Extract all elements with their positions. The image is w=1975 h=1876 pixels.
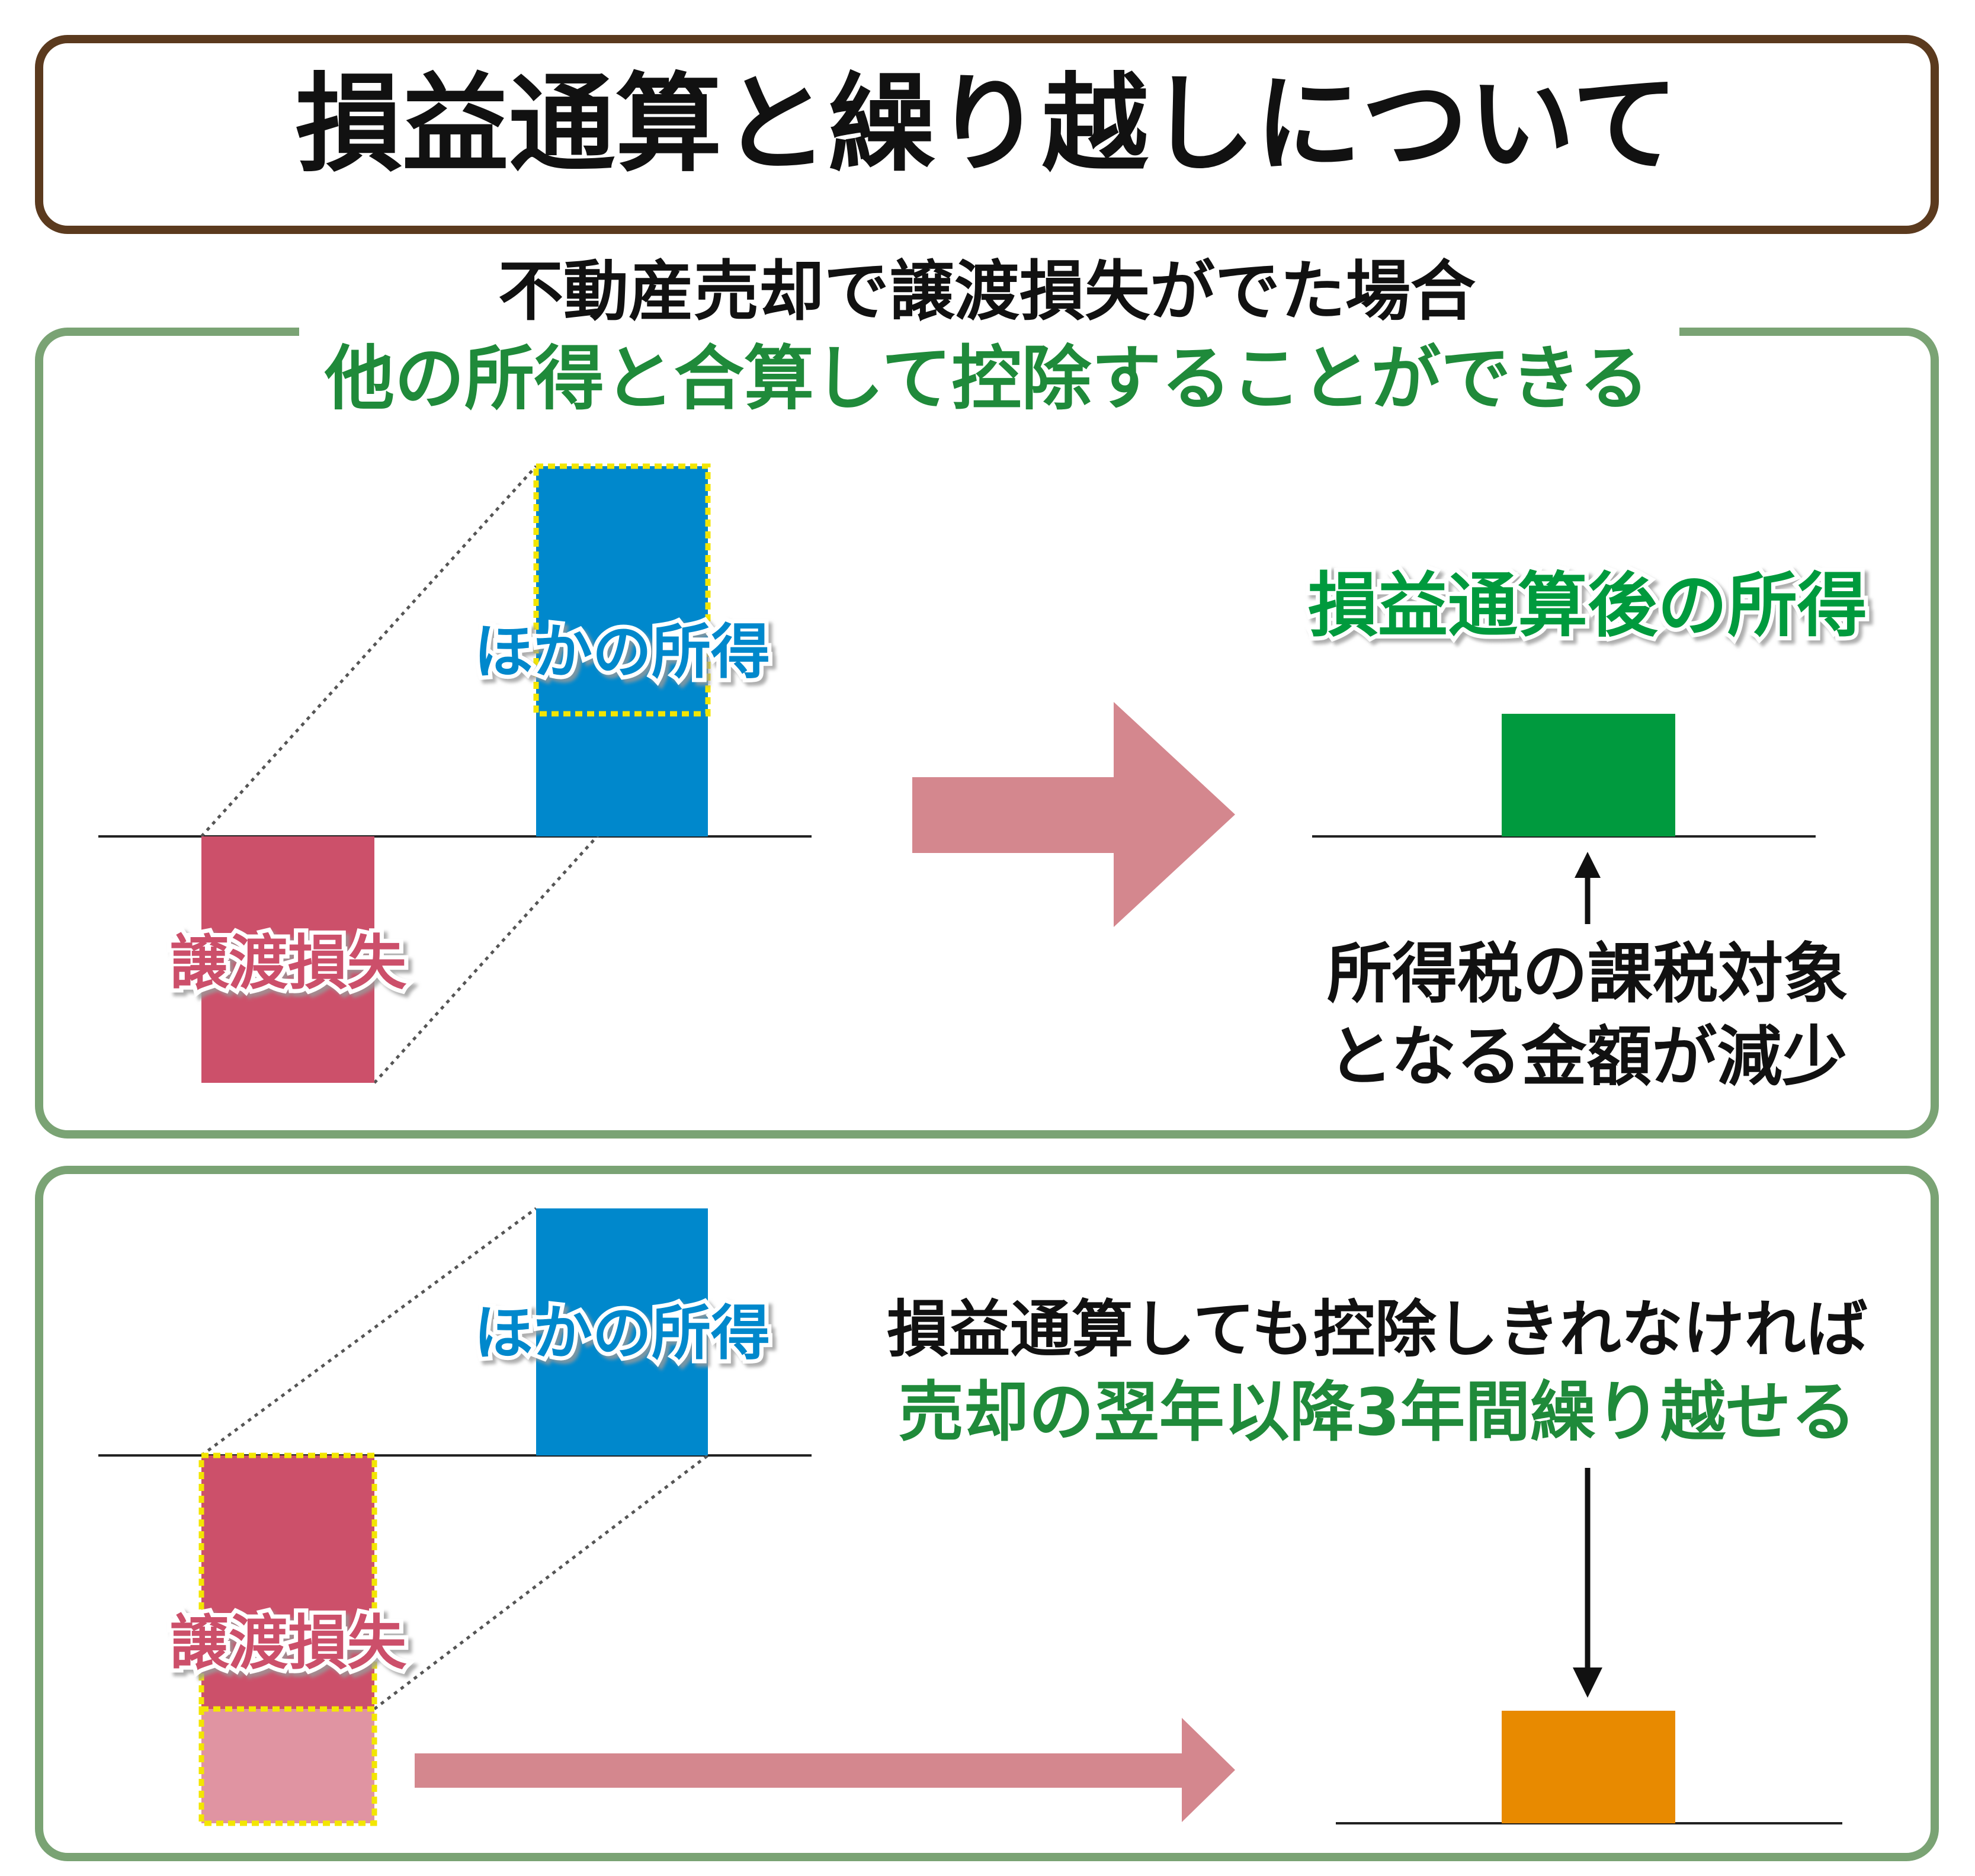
panel-2-connector-bottom — [373, 1454, 709, 1710]
panel-2-loss-offset-bar — [201, 1455, 374, 1709]
panel-2-right-arrow — [415, 1718, 1235, 1822]
panel-1-heading-line1: 不動産売却で譲渡損失がでた場合 — [498, 254, 1476, 329]
panel-2-box — [35, 1166, 1939, 1861]
page-title: 損益通算と繰り越しについて — [296, 63, 1679, 187]
panel-2-loss-label: 譲渡損失 — [169, 1608, 407, 1678]
panel-1-loss-label: 譲渡損失 — [169, 928, 407, 998]
panel-1-other-income-label: ほかの所得 — [474, 617, 770, 687]
panel-2-loss-carryover-outline — [198, 1706, 377, 1826]
panel-1-result-label: 損益通算後の所得 — [1308, 565, 1867, 646]
panel-2-other-income-label: ほかの所得 — [474, 1298, 770, 1368]
panel-1-heading-line2: 他の所得と合算して控除することができる — [324, 338, 1649, 419]
panel-2-text-line1: 損益通算しても控除しきれなければ — [887, 1293, 1868, 1365]
panel-2-connector-top — [200, 1207, 537, 1457]
panel-2-text-line2: 売却の翌年以降3年間繰り越せる — [899, 1374, 1857, 1450]
panel-1-other-income-bar — [536, 466, 708, 836]
panel-1-offset-portion-outline — [533, 463, 711, 717]
panel-1-up-arrow-head — [1575, 852, 1601, 878]
panel-2-carryover-bar — [1502, 1711, 1675, 1823]
panel-1-loss-bar — [201, 836, 374, 1083]
panel-1-result-bar — [1502, 714, 1675, 836]
panel-1-note-line1: 所得税の課税対象 — [1327, 936, 1848, 1012]
panel-1-connector-top — [200, 465, 537, 838]
panel-2-other-income-bar — [536, 1208, 708, 1455]
panel-1-note-line2: となる金額が減少 — [1328, 1019, 1848, 1095]
title-box — [35, 35, 1939, 234]
panel-1-right-arrow — [912, 702, 1235, 927]
panel-2-loss-carryover-bar — [201, 1709, 374, 1823]
panel-2-down-arrow-head — [1573, 1667, 1602, 1698]
panel-1-heading-gap — [299, 308, 1679, 361]
